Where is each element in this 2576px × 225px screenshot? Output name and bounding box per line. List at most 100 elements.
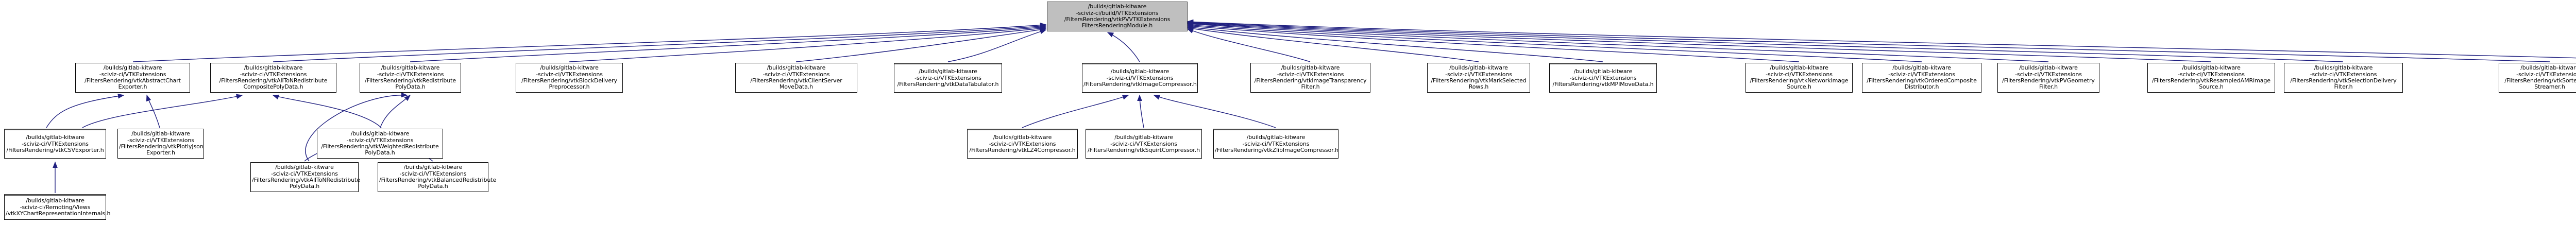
node-line-3: /FiltersRendering/vtkMarkSelected — [1431, 77, 1527, 84]
node-line-1: /builds/gitlab-kitware — [403, 164, 463, 171]
node-line-3: /FiltersRendering/vtkNetworkImage — [1750, 77, 1849, 84]
node-line-4: Filter.h — [1301, 83, 1320, 91]
node-vtkOrderedComposite[interactable]: /builds/gitlab-kitware-sciviz-ci/VTKExte… — [1862, 63, 1981, 93]
node-line-3: /FiltersRendering/vtkClientServer — [750, 77, 842, 84]
node-line-1: /builds/gitlab-kitware — [1114, 134, 1173, 141]
node-line-1: /builds/gitlab-kitware — [1449, 64, 1508, 72]
node-vtkSelectionDelivery[interactable]: /builds/gitlab-kitware-sciviz-ci/VTKExte… — [2284, 63, 2403, 93]
node-line-1: /builds/gitlab-kitware — [1088, 3, 1147, 10]
node-line-4: Preprocessor.h — [549, 83, 590, 91]
node-line-1: /builds/gitlab-kitware — [244, 64, 303, 72]
node-line-2: -sciviz-ci/VTKExtensions — [2516, 71, 2576, 78]
node-line-4: Filter.h — [2039, 83, 2058, 91]
node-vtkLZ4Compressor[interactable]: /builds/gitlab-kitware-sciviz-ci/VTKExte… — [967, 129, 1078, 159]
node-line-1: /builds/gitlab-kitware — [1573, 68, 1633, 75]
node-line-2: -sciviz-ci/VTKExtensions — [762, 71, 830, 78]
node-line-4: CompositePolyData.h — [243, 83, 303, 91]
node-line-2: -sciviz-ci/VTKExtensions — [1766, 71, 1833, 78]
node-line-4: Distributor.h — [1904, 83, 1939, 91]
node-line-1: /builds/gitlab-kitware — [2520, 64, 2576, 72]
node-vtkAbstractChart[interactable]: /builds/gitlab-kitware-sciviz-ci/VTKExte… — [75, 63, 190, 93]
node-line-3: /FiltersRendering/vtkOrderedComposite — [1867, 77, 1977, 84]
node-line-2: -sciviz-ci/VTKExtensions — [1569, 74, 1637, 81]
node-line-4: Filter.h — [2334, 83, 2353, 91]
node-line-1: /builds/gitlab-kitware — [1246, 134, 1306, 141]
node-line-3: /FiltersRendering/vtkAllToNRedistribute — [219, 77, 328, 84]
node-line-2: -sciviz-ci/VTKExtensions — [240, 71, 307, 78]
node-line-2: -sciviz-ci/VTKExtensions — [99, 71, 166, 78]
node-vtkNetworkImage[interactable]: /builds/gitlab-kitware-sciviz-ci/VTKExte… — [1745, 63, 1853, 93]
node-line-4: Exporter.h — [118, 83, 147, 91]
node-line-3: /FiltersRendering/vtkPVVTKExtensions — [1064, 16, 1171, 23]
node-vtkAllToNRedistribute[interactable]: /builds/gitlab-kitware-sciviz-ci/VTKExte… — [210, 63, 336, 93]
node-line-2: -sciviz-ci/VTKExtensions — [989, 140, 1056, 147]
node-vtkClientServer[interactable]: /builds/gitlab-kitware-sciviz-ci/VTKExte… — [735, 63, 857, 93]
node-line-2: -sciviz-ci/VTKExtensions — [399, 170, 467, 177]
node-vtkCSVExporter[interactable]: /builds/gitlab-kitware-sciviz-ci/VTKExte… — [4, 129, 106, 159]
node-line-3: /FiltersRendering/vtkSquirtCompressor.h — [1087, 147, 1200, 154]
node-line-3: /FiltersRendering/vtkSelectionDelivery — [2290, 77, 2397, 84]
node-line-2: -sciviz-ci/VTKExtensions — [2310, 71, 2377, 78]
node-line-2: -sciviz-ci/VTKExtensions — [2178, 71, 2245, 78]
node-line-4: FiltersRenderingModule.h — [1081, 22, 1153, 29]
node-line-4: Exporter.h — [146, 149, 175, 157]
node-vtkAllToNRedistribute[interactable]: /builds/gitlab-kitware-sciviz-ci/VTKExte… — [250, 162, 360, 192]
node-line-3: /FiltersRendering/vtkImageTransparency — [1254, 77, 1367, 84]
node-vtkImageTransparency[interactable]: /builds/gitlab-kitware-sciviz-ci/VTKExte… — [1250, 63, 1370, 93]
node-line-3: /FiltersRendering/vtkMPIMoveData.h — [1552, 81, 1654, 88]
node-line-4: PolyData.h — [395, 83, 426, 91]
node-vtkSortedTable[interactable]: /builds/gitlab-kitware-sciviz-ci/VTKExte… — [2499, 63, 2576, 93]
node-vtkSquirtCompressor[interactable]: /builds/gitlab-kitware-sciviz-ci/VTKExte… — [1086, 129, 1202, 159]
node-vtkRedistribute[interactable]: /builds/gitlab-kitware-sciviz-ci/VTKExte… — [360, 63, 461, 93]
node-line-1: /builds/gitlab-kitware — [540, 64, 599, 72]
node-line-4: Source.h — [2199, 83, 2224, 91]
node-line-1: /builds/gitlab-kitware — [103, 64, 162, 72]
node-line-2: -sciviz-ci/VTKExtensions — [377, 71, 444, 78]
node-line-1: /builds/gitlab-kitware — [350, 130, 410, 137]
node-line-2: -sciviz-ci/VTKExtensions — [2015, 71, 2082, 78]
node-line-3: /FiltersRendering/vtkResampledAMRImage — [2152, 77, 2270, 84]
node-line-2: -sciviz-ci/VTKExtensions — [22, 140, 89, 147]
node-vtkBalancedRedistribute[interactable]: /builds/gitlab-kitware-sciviz-ci/VTKExte… — [378, 162, 496, 192]
node-line-1: /builds/gitlab-kitware — [131, 130, 190, 137]
node-line-4: Source.h — [1787, 83, 1811, 91]
node-line-3: /FiltersRendering/vtkPVGeometry — [2002, 77, 2095, 84]
node-vtkPVGeometry[interactable]: /builds/gitlab-kitware-sciviz-ci/VTKExte… — [1997, 63, 2099, 93]
node-line-4: MoveData.h — [779, 83, 814, 91]
node-line-1: /builds/gitlab-kitware — [919, 68, 977, 75]
node-line-2: -sciviz-ci/VTKExtensions — [1277, 71, 1344, 78]
node-vtkResampledAMRImage[interactable]: /builds/gitlab-kitware-sciviz-ci/VTKExte… — [2147, 63, 2275, 93]
node-line-2: -sciviz-ci/VTKExtensions — [1445, 71, 1512, 78]
node-line-3: /FiltersRendering/vtkDataTabulator.h — [897, 81, 999, 88]
node-vtkZlibImageCompressor[interactable]: /builds/gitlab-kitware-sciviz-ci/VTKExte… — [1213, 129, 1338, 159]
node-line-3: /FiltersRendering/vtkPlotlyJson — [119, 143, 204, 150]
node-line-4: PolyData.h — [418, 183, 448, 190]
node-vtkDataTabulator[interactable]: /builds/gitlab-kitware-sciviz-ci/VTKExte… — [894, 63, 1002, 93]
node-vtkMPIMoveData[interactable]: /builds/gitlab-kitware-sciviz-ci/VTKExte… — [1549, 63, 1657, 93]
node-vtkWeightedRedistribute[interactable]: /builds/gitlab-kitware-sciviz-ci/VTKExte… — [317, 129, 443, 159]
node-line-3: /FiltersRendering/vtkAbstractChart — [84, 77, 181, 84]
node-vtkPlotlyJson[interactable]: /builds/gitlab-kitware-sciviz-ci/VTKExte… — [117, 129, 204, 159]
node-vtkBlockDelivery[interactable]: /builds/gitlab-kitware-sciviz-ci/VTKExte… — [516, 63, 623, 93]
node-line-2: -sciviz-ci/VTKExtensions — [127, 136, 194, 144]
node-line-3: /FiltersRendering/vtkSortedTable — [2504, 77, 2576, 84]
node-line-4: Rows.h — [1468, 83, 1489, 91]
node-line-1: /builds/gitlab-kitware — [2019, 64, 2078, 72]
node-line-3: /FiltersRendering/vtkRedistribute — [364, 77, 456, 84]
node-vtkImageCompressor[interactable]: /builds/gitlab-kitware-sciviz-ci/VTKExte… — [1082, 63, 1198, 93]
node-line-2: -sciviz-ci/VTKExtensions — [271, 170, 338, 177]
node-line-2: -sciviz-ci/VTKExtensions — [1110, 140, 1177, 147]
node-line-1: /builds/gitlab-kitware — [26, 134, 84, 141]
node-line-3: /FiltersRendering/vtkWeightedRedistribut… — [321, 143, 439, 150]
node-line-1: /builds/gitlab-kitware — [1770, 64, 1828, 72]
node-line-3: /vtkXYChartRepresentationInternals.h — [6, 210, 111, 217]
node-line-1: /builds/gitlab-kitware — [2182, 64, 2241, 72]
node-line-1: /builds/gitlab-kitware — [275, 164, 334, 171]
node-line-2: -sciviz-ci/VTKExtensions — [914, 74, 981, 81]
node-line-2: -sciviz-ci/VTKExtensions — [1242, 140, 1310, 147]
node-line-3: /FiltersRendering/vtkBlockDelivery — [521, 77, 617, 84]
node-root-vtkPVVTKExtensionsFiltersRenderingModule[interactable]: /builds/gitlab-kitware -sciviz-ci/build/… — [1047, 2, 1188, 31]
node-line-2: -sciviz-ci/VTKExtensions — [346, 136, 414, 144]
node-vtkMarkSelected[interactable]: /builds/gitlab-kitware-sciviz-ci/VTKExte… — [1427, 63, 1530, 93]
node-vtkXYChartRepresentationInternals[interactable]: /builds/gitlab-kitware-sciviz-ci/Remotin… — [4, 194, 111, 220]
